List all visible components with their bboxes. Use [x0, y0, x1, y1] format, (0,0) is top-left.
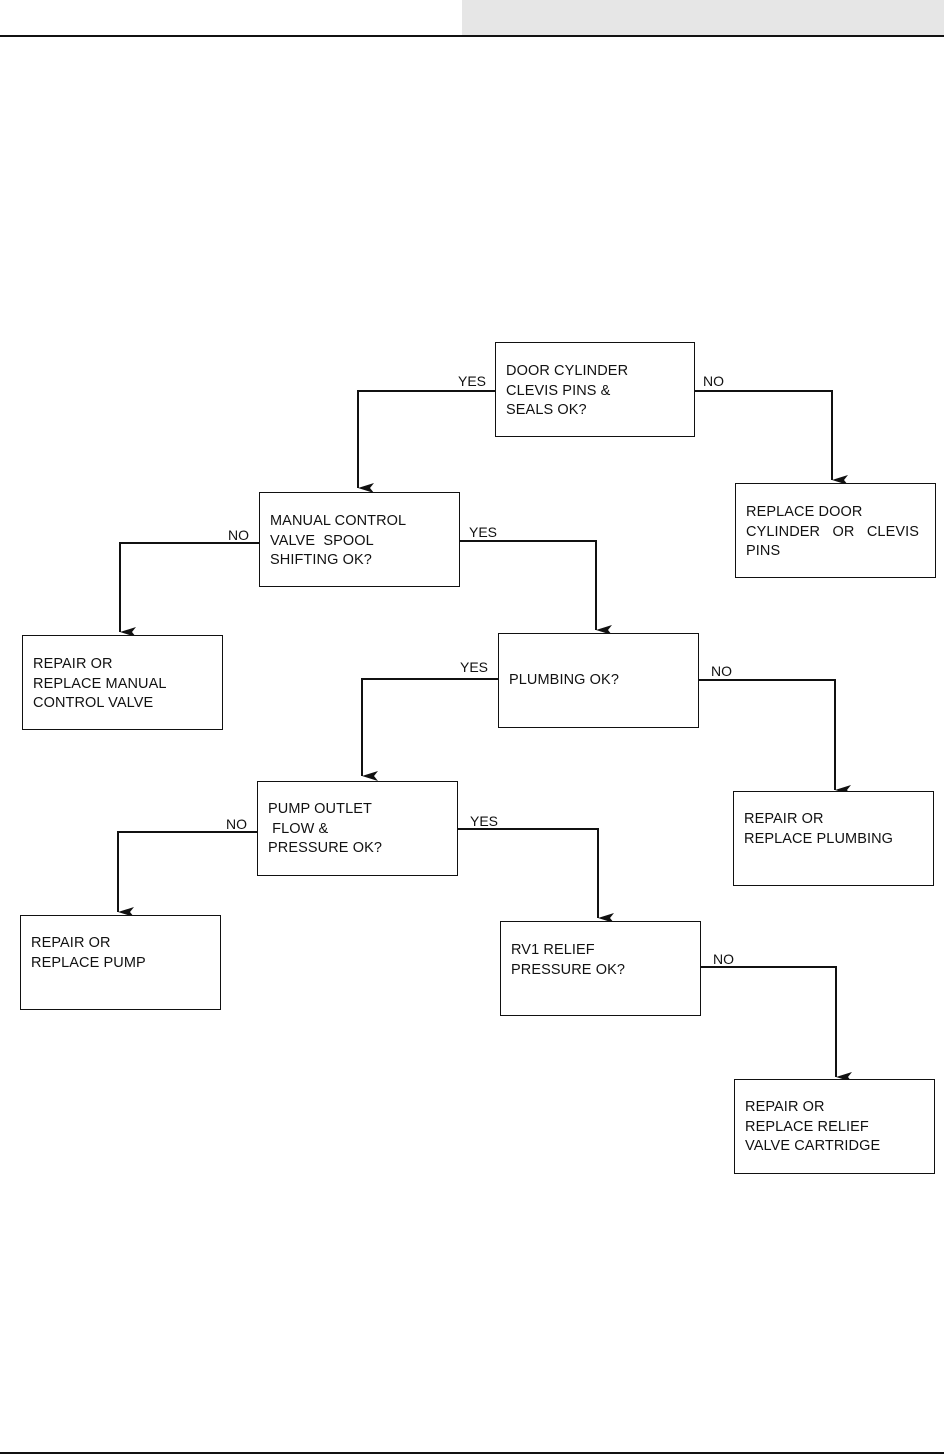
label-relief-no: NO [713, 951, 734, 967]
label-door-no: NO [703, 373, 724, 389]
box-text: REPAIR OR [745, 1099, 825, 1115]
box-text: CLEVIS PINS & [506, 382, 611, 399]
connector-door-no [695, 390, 833, 480]
manual-control-valve-check-box: MANUAL CONTROL VALVE SPOOL SHIFTING OK? [259, 492, 460, 587]
box-text: REPLACE DOOR [746, 504, 863, 520]
box-text: PLUMBING OK? [509, 672, 619, 688]
box-text: PUMP OUTLET [268, 801, 372, 817]
label-pump-yes: YES [470, 813, 499, 829]
repair-plumbing-box: REPAIR OR REPLACE PLUMBING [733, 791, 934, 886]
box-text: CYLINDER OR CLEVIS [746, 523, 920, 540]
box-text: REPLACE PLUMBING [744, 830, 894, 847]
connector-relief-no [700, 966, 837, 1077]
repair-manual-valve-box: REPAIR OR REPLACE MANUAL CONTROL VALVE [22, 635, 223, 730]
connector-manual-no [119, 542, 259, 632]
box-text: PINS [746, 543, 781, 559]
box-text: MANUAL CONTROL [270, 513, 407, 529]
label-door-yes: YES [458, 373, 487, 389]
box-text: REPAIR OR [31, 935, 111, 951]
header-rule [0, 35, 944, 37]
label-manual-no: NO [228, 527, 249, 543]
box-text: SHIFTING OK? [270, 552, 372, 568]
box-text: SEALS OK? [506, 402, 587, 418]
connector-door-yes [357, 390, 496, 488]
box-text: PRESSURE OK? [268, 840, 383, 856]
box-text: PRESSURE OK? [511, 961, 626, 978]
replace-door-cylinder-box: REPLACE DOOR CYLINDER OR CLEVIS PINS [735, 483, 936, 578]
repair-relief-valve-box: REPAIR OR REPLACE RELIEF VALVE CARTRIDGE [734, 1079, 935, 1174]
pump-outlet-check-box: PUMP OUTLET FLOW & PRESSURE OK? [257, 781, 458, 876]
connector-pump-yes [457, 828, 599, 918]
connector-pump-no [117, 831, 257, 912]
label-plumbing-yes: YES [460, 659, 489, 675]
rv1-relief-check-box: RV1 RELIEF PRESSURE OK? [500, 921, 701, 1016]
label-plumbing-no: NO [711, 663, 732, 679]
box-text: DOOR CYLINDER [506, 363, 629, 379]
box-text: REPLACE PUMP [31, 954, 146, 971]
header-shade-bar [462, 0, 944, 35]
door-cylinder-check-box: DOOR CYLINDER CLEVIS PINS & SEALS OK? [495, 342, 695, 437]
connector-manual-yes [459, 540, 597, 630]
connector-plumbing-yes [361, 678, 498, 776]
connector-plumbing-no [699, 679, 836, 790]
box-text: REPLACE MANUAL [33, 675, 167, 692]
box-text: REPAIR OR [33, 656, 113, 672]
plumbing-check-box: PLUMBING OK? [498, 633, 699, 728]
box-text: REPLACE RELIEF [745, 1118, 869, 1135]
repair-pump-box: REPAIR OR REPLACE PUMP [20, 915, 221, 1010]
box-text: CONTROL VALVE [33, 695, 154, 711]
label-pump-no: NO [226, 816, 247, 832]
box-text: RV1 RELIEF [511, 942, 595, 958]
box-text: VALVE SPOOL [270, 532, 374, 549]
label-manual-yes: YES [469, 524, 498, 540]
box-text: VALVE CARTRIDGE [745, 1138, 881, 1154]
footer-rule [0, 1452, 944, 1454]
box-text: FLOW & [268, 820, 329, 837]
box-text: REPAIR OR [744, 811, 824, 827]
